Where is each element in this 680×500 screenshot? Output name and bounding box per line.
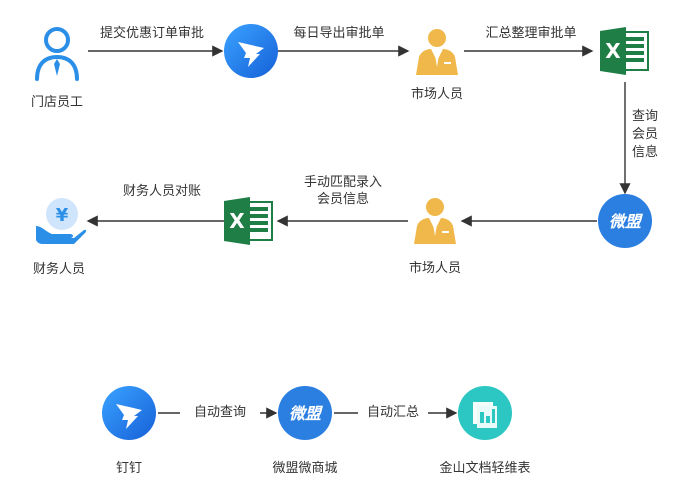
excel-icon-mid: X: [222, 196, 276, 246]
excel-letter: X: [605, 39, 621, 63]
manual-match-line-2: 会员信息: [316, 192, 369, 207]
excel-letter-mid: X: [229, 209, 245, 233]
yuan-symbol: ¥: [56, 205, 69, 226]
dingtalk-icon-bottom: [102, 386, 156, 440]
edge-label-query: 查询 会员 信息: [628, 108, 662, 162]
manual-match-line-1: 手动匹配录入: [303, 175, 382, 190]
weimeng-icon-mid: 微盟: [598, 194, 652, 248]
query-line-3: 信息: [631, 145, 658, 160]
query-line-1: 查询: [631, 109, 658, 124]
market-staff-top-icon: [414, 27, 460, 77]
market-staff-top-label: 市场人员: [410, 87, 463, 102]
weimeng-shop-label: 微盟微商城: [272, 461, 338, 476]
weimeng-icon-bottom: 微盟: [278, 386, 332, 440]
edge-label-auto-summary: 自动汇总: [358, 404, 428, 421]
market-staff-mid-label: 市场人员: [408, 261, 461, 276]
store-employee-label: 门店员工: [30, 95, 83, 110]
market-staff-mid-icon: [412, 196, 458, 246]
store-employee-icon: [30, 24, 84, 82]
finance-staff-label: 财务人员: [32, 262, 85, 277]
excel-icon-top: X: [598, 26, 652, 76]
weimeng-text-bottom: 微盟: [289, 404, 323, 423]
finance-staff-icon: ¥: [34, 196, 87, 246]
edge-label-submit: 提交优惠订单审批: [99, 26, 204, 41]
edge-label-reconcile: 财务人员对账: [122, 184, 201, 199]
edge-label-export: 每日导出审批单: [293, 26, 385, 41]
query-line-2: 会员: [631, 127, 658, 142]
jinshan-sheet-label: 金山文档轻维表: [439, 461, 531, 476]
edge-label-summarize: 汇总整理审批单: [485, 26, 577, 41]
edge-label-manual-match: 手动匹配录入 会员信息: [288, 174, 398, 208]
dingtalk-label: 钉钉: [115, 461, 142, 476]
jinshan-sheet-icon: [458, 386, 512, 440]
weimeng-text-mid: 微盟: [609, 212, 643, 231]
edge-label-auto-query: 自动查询: [180, 404, 260, 421]
dingtalk-icon-top: [224, 24, 278, 78]
